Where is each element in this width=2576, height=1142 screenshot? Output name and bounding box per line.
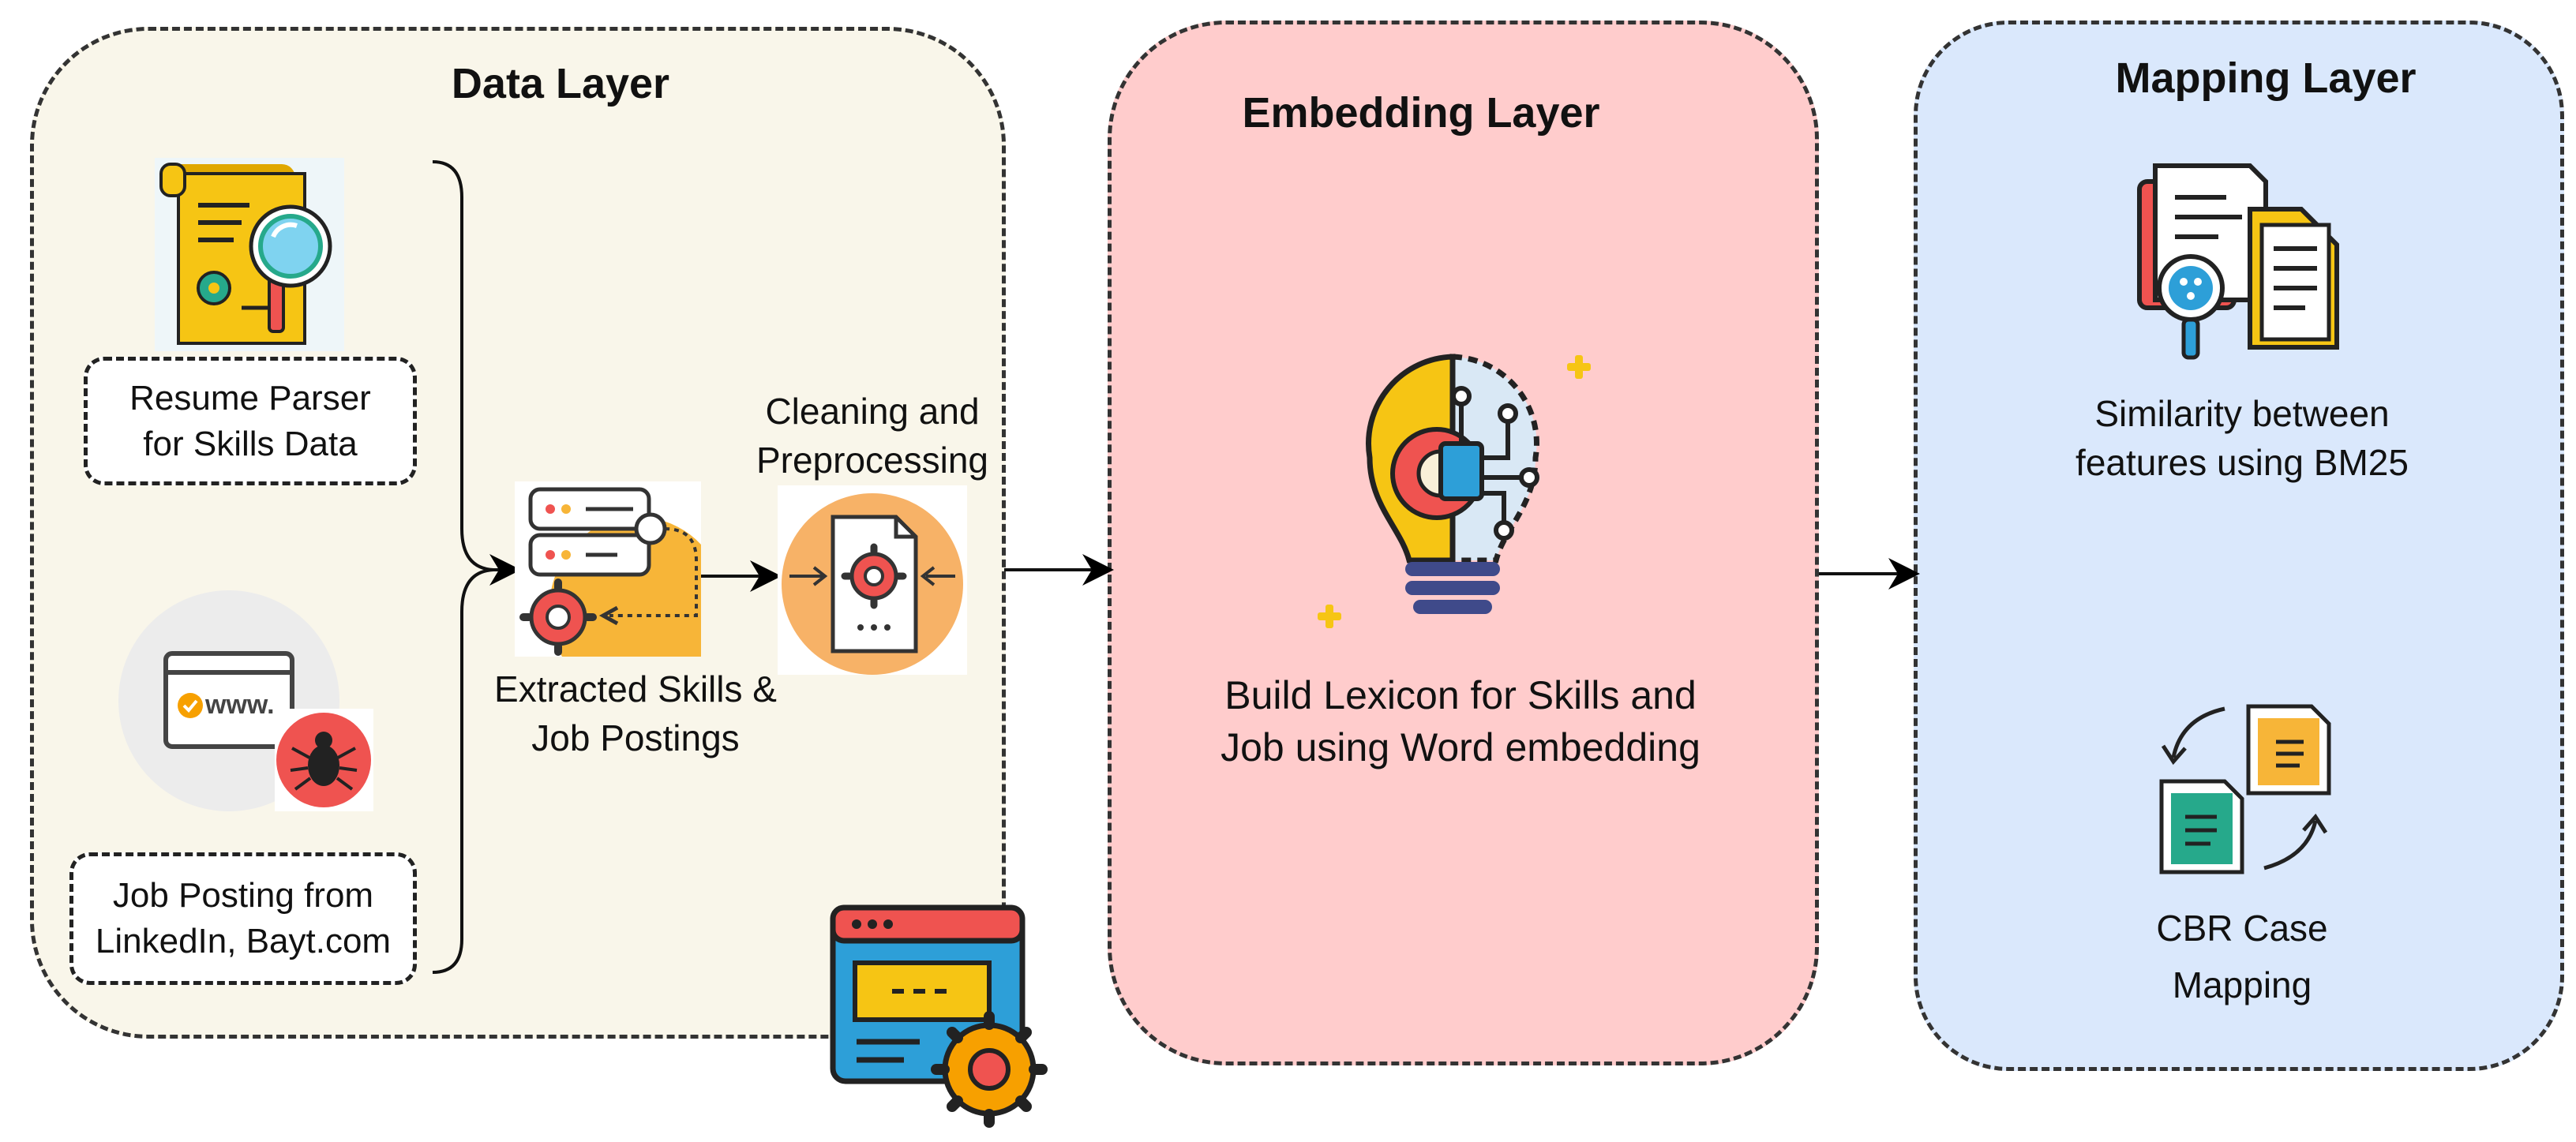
- embedding-line2: Job using Word embedding: [1221, 725, 1700, 769]
- cleaning-line1: Cleaning and: [765, 391, 980, 432]
- job-posting-line1: Job Posting from: [112, 876, 374, 915]
- cbr-line2: Mapping: [2172, 964, 2312, 1005]
- web-crawler-icon: www.: [118, 590, 373, 811]
- input-bracket: [432, 160, 494, 974]
- similarity-label: Similarity between features using BM25: [2021, 389, 2463, 487]
- lightbulb-circuit-icon: [1318, 354, 1591, 628]
- database-gear-icon: [515, 481, 701, 657]
- cleaning-preprocessing-label: Cleaning and Preprocessing: [734, 387, 1011, 485]
- extracted-line2: Job Postings: [531, 717, 740, 758]
- embedding-description: Build Lexicon for Skills and Job using W…: [1145, 669, 1776, 773]
- resume-scroll-icon: [155, 158, 344, 351]
- mapping-layer-title: Mapping Layer: [2115, 54, 2417, 102]
- cleaning-line2: Preprocessing: [756, 440, 989, 481]
- job-posting-box: Job Posting from LinkedIn, Bayt.com: [69, 852, 417, 985]
- extracted-line1: Extracted Skills &: [494, 668, 777, 710]
- resume-parser-box: Resume Parser for Skills Data: [84, 357, 417, 485]
- embedding-line1: Build Lexicon for Skills and: [1224, 673, 1697, 717]
- extracted-skills-label: Extracted Skills & Job Postings: [470, 665, 801, 762]
- resume-parser-line1: Resume Parser: [129, 378, 371, 417]
- document-gear-icon: [778, 485, 967, 675]
- cbr-case-mapping-label: CBR Case Mapping: [2084, 900, 2400, 1013]
- data-layer-title: Data Layer: [451, 60, 670, 107]
- embedding-layer-title: Embedding Layer: [1242, 89, 1600, 137]
- similarity-line1: Similarity between: [2094, 393, 2390, 434]
- document-search-icon: [2137, 163, 2339, 360]
- resume-parser-line2: for Skills Data: [143, 424, 358, 463]
- job-posting-line2: LinkedIn, Bayt.com: [95, 922, 392, 960]
- settings-window-icon: [830, 904, 1048, 1128]
- document-swap-icon: [2159, 704, 2331, 874]
- similarity-line2: features using BM25: [2075, 442, 2409, 483]
- cbr-line1: CBR Case: [2156, 908, 2328, 949]
- web-icon-text: www.: [204, 690, 275, 720]
